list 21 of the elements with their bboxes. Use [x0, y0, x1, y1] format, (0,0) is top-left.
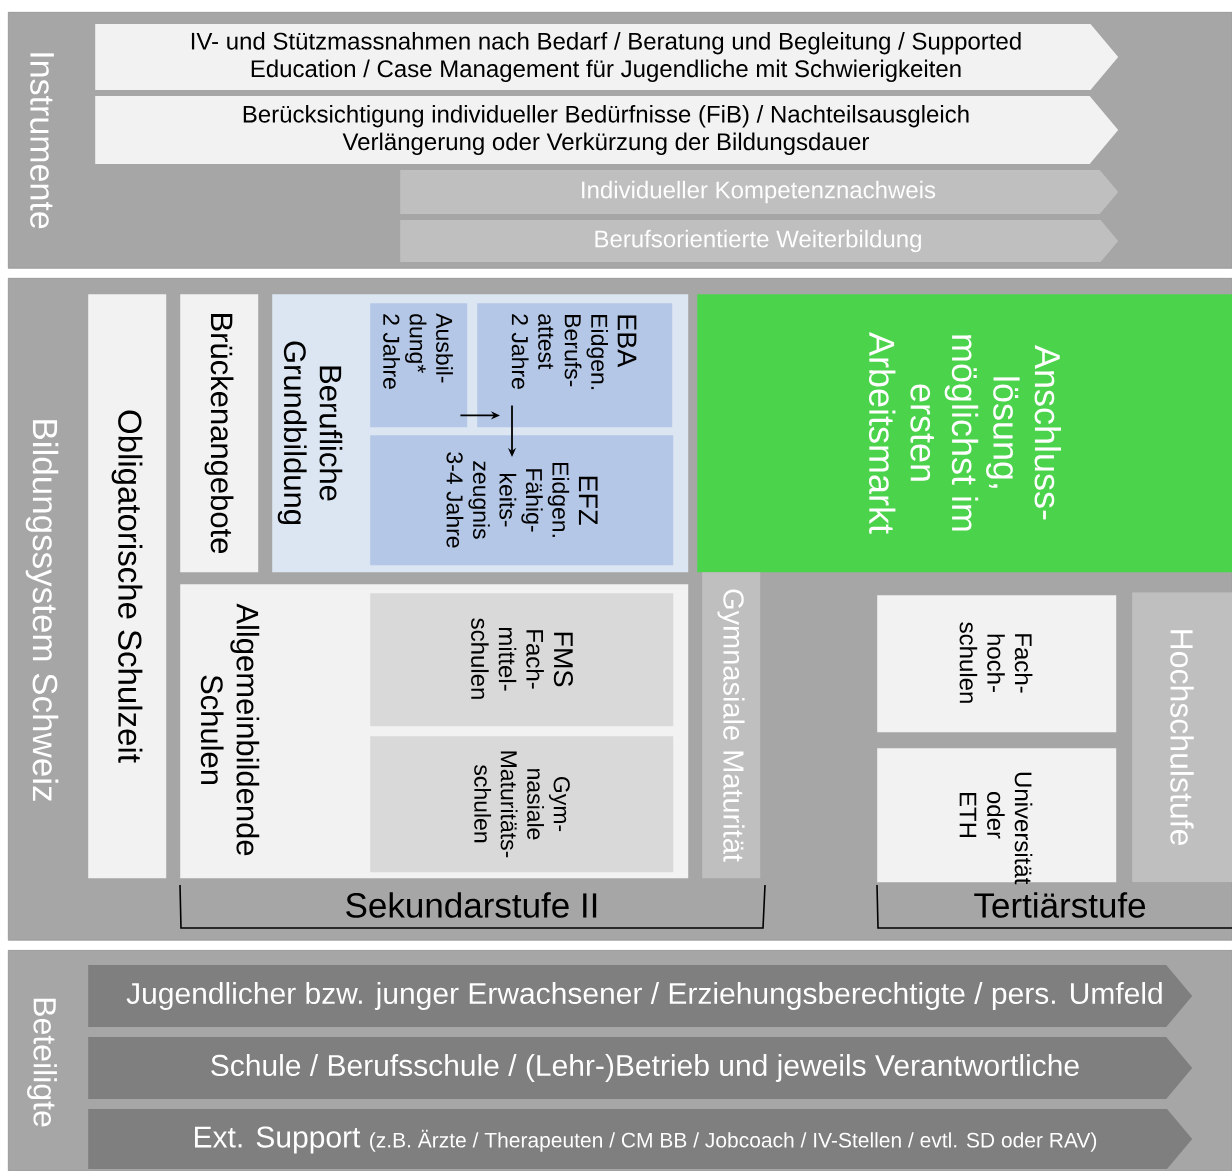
arrow-banner: Berufsorientierte Weiterbildung — [400, 220, 1119, 262]
stage-label: Tertiärstufe — [974, 892, 1146, 918]
program-box: EFZ Eidgen. Fähig- keits- zeugnis 3-4 Jahre — [370, 435, 674, 566]
stage-box: Hochschulstufe — [1132, 592, 1232, 883]
stage-box: Brückenangebote — [180, 294, 259, 573]
school-box: Fach- hoch- schulen — [877, 595, 1117, 733]
program-box: EBA Eidgen. Berufs- attest 2 Jahre — [477, 303, 673, 428]
arrow-banner: Individueller Kompetenznachweis — [400, 170, 1119, 214]
school-box: Universität oder ETH — [877, 748, 1117, 885]
program-box: Ausbil- dung* 2 Jahre — [370, 303, 468, 428]
arrow-banner: Schule / Berufsschule / (Lehr-)Betrieb und jeweils Verantwortliche — [88, 1037, 1193, 1099]
school-box: Gym- nasiale Maturitäts- schulen — [370, 736, 674, 873]
stage-box: Obligatorische Schulzeit — [88, 294, 167, 879]
stage-label: Sekundarstufe II — [346, 892, 597, 918]
goal-box: Anschluss- lösung, möglichst im ersten Arbeitsmarkt — [697, 294, 1232, 573]
arrow-banner: Berücksichtigung individueller Bedürfnisse (FiB) / Nachteilsausgleich Verlängerung oder Verkürzung der Bildungsdauer — [95, 96, 1119, 164]
stage-box: Gymnasiale Maturität — [702, 572, 761, 879]
arrow-banner: Jugendlicher bzw. junger Erwachsener / Erziehungsberechtigte / pers. Umfeld — [88, 965, 1193, 1027]
school-box: FMS Fach- mittel- schulen — [370, 593, 674, 727]
arrow-banner: IV- und Stützmassnahmen nach Bedarf / Beratung und Begleitung / Supported Education / Case Management für Jugendliche mit Schwierigkeiten — [95, 24, 1119, 90]
arrow-banner: Ext. Support (z.B. Ärzte / Therapeuten / CM BB / Jobcoach / IV-Stellen / evtl. SD oder RAV) — [88, 1109, 1193, 1169]
